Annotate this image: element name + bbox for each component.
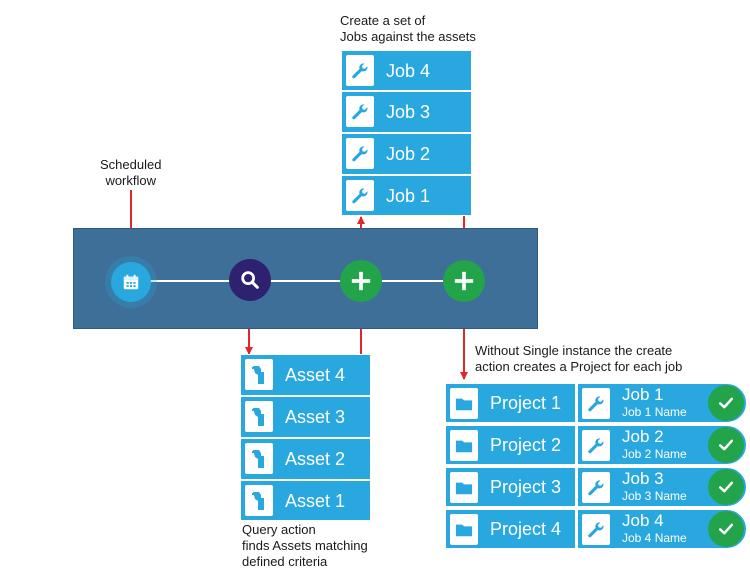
folder-icon [450, 514, 478, 545]
workflow-connector-line [130, 280, 465, 282]
project-label: Project 4 [490, 519, 562, 539]
project-label: Project 2 [490, 435, 562, 455]
check-icon [708, 385, 744, 421]
query-node[interactable] [229, 259, 271, 301]
calendar-icon [111, 262, 151, 302]
plus-icon [454, 271, 474, 291]
create-jobs-node[interactable] [340, 260, 382, 302]
result-job-box[interactable]: Job 3 Job 3 Name [577, 467, 747, 507]
job-label: Job 3 [386, 102, 431, 122]
asset-label: Asset 3 [285, 407, 346, 427]
folder-icon [450, 388, 478, 419]
project-label: Project 3 [490, 477, 562, 497]
job-name: Job 1 Name [622, 405, 687, 419]
search-icon [241, 271, 259, 289]
asset-tag-icon [245, 443, 273, 474]
project-box[interactable]: Project 4 [445, 509, 576, 549]
plus-icon [351, 271, 371, 291]
job-name: Job 4 Name [622, 531, 687, 545]
asset-tag-icon [245, 401, 273, 432]
job-name: Job 3 Name [622, 489, 687, 503]
job-label: Job 2 [386, 144, 431, 164]
note-scheduled-workflow: Scheduled workflow [100, 157, 162, 188]
job-box[interactable]: Job 3 [341, 91, 472, 133]
job-box[interactable]: Job 2 [341, 133, 472, 175]
create-projects-node[interactable] [443, 260, 485, 302]
wrench-icon [346, 55, 374, 86]
job-box[interactable]: Job 4 [341, 50, 472, 91]
project-label: Project 1 [490, 393, 562, 413]
wrench-icon [582, 388, 610, 419]
folder-icon [450, 472, 478, 503]
note-create-jobs: Create a set of Jobs against the assets [340, 13, 476, 44]
asset-label: Asset 1 [285, 491, 346, 511]
job-title: Job 2 [622, 427, 664, 446]
project-box[interactable]: Project 3 [445, 467, 576, 507]
asset-box[interactable]: Asset 4 [240, 354, 371, 396]
result-job-box[interactable]: Job 4 Job 4 Name [577, 509, 747, 549]
job-box[interactable]: Job 1 [341, 175, 472, 216]
check-icon [708, 469, 744, 505]
project-box[interactable]: Project 1 [445, 383, 576, 423]
project-box[interactable]: Project 2 [445, 425, 576, 465]
note-projects: Without Single instance the create actio… [475, 343, 683, 374]
wrench-icon [346, 180, 374, 211]
wrench-icon [346, 96, 374, 127]
job-label: Job 1 [386, 186, 431, 206]
result-job-box[interactable]: Job 1 Job 1 Name [577, 383, 747, 423]
wrench-icon [582, 472, 610, 503]
wrench-icon [346, 138, 374, 169]
check-icon [708, 427, 744, 463]
folder-icon [450, 430, 478, 461]
job-label: Job 4 [386, 61, 431, 81]
wrench-icon [582, 430, 610, 461]
asset-box[interactable]: Asset 2 [240, 438, 371, 480]
job-name: Job 2 Name [622, 447, 687, 461]
note-query-action: Query action finds Assets matching defin… [242, 522, 368, 569]
asset-box[interactable]: Asset 3 [240, 396, 371, 438]
job-title: Job 4 [622, 511, 664, 530]
job-title: Job 1 [622, 385, 664, 404]
asset-label: Asset 4 [285, 365, 346, 385]
check-icon [708, 511, 744, 547]
job-title: Job 3 [622, 469, 664, 488]
schedule-node[interactable] [105, 256, 157, 308]
wrench-icon [582, 514, 610, 545]
asset-tag-icon [245, 359, 273, 390]
asset-box[interactable]: Asset 1 [240, 480, 371, 521]
asset-label: Asset 2 [285, 449, 346, 469]
result-job-box[interactable]: Job 2 Job 2 Name [577, 425, 747, 465]
asset-tag-icon [245, 485, 273, 516]
